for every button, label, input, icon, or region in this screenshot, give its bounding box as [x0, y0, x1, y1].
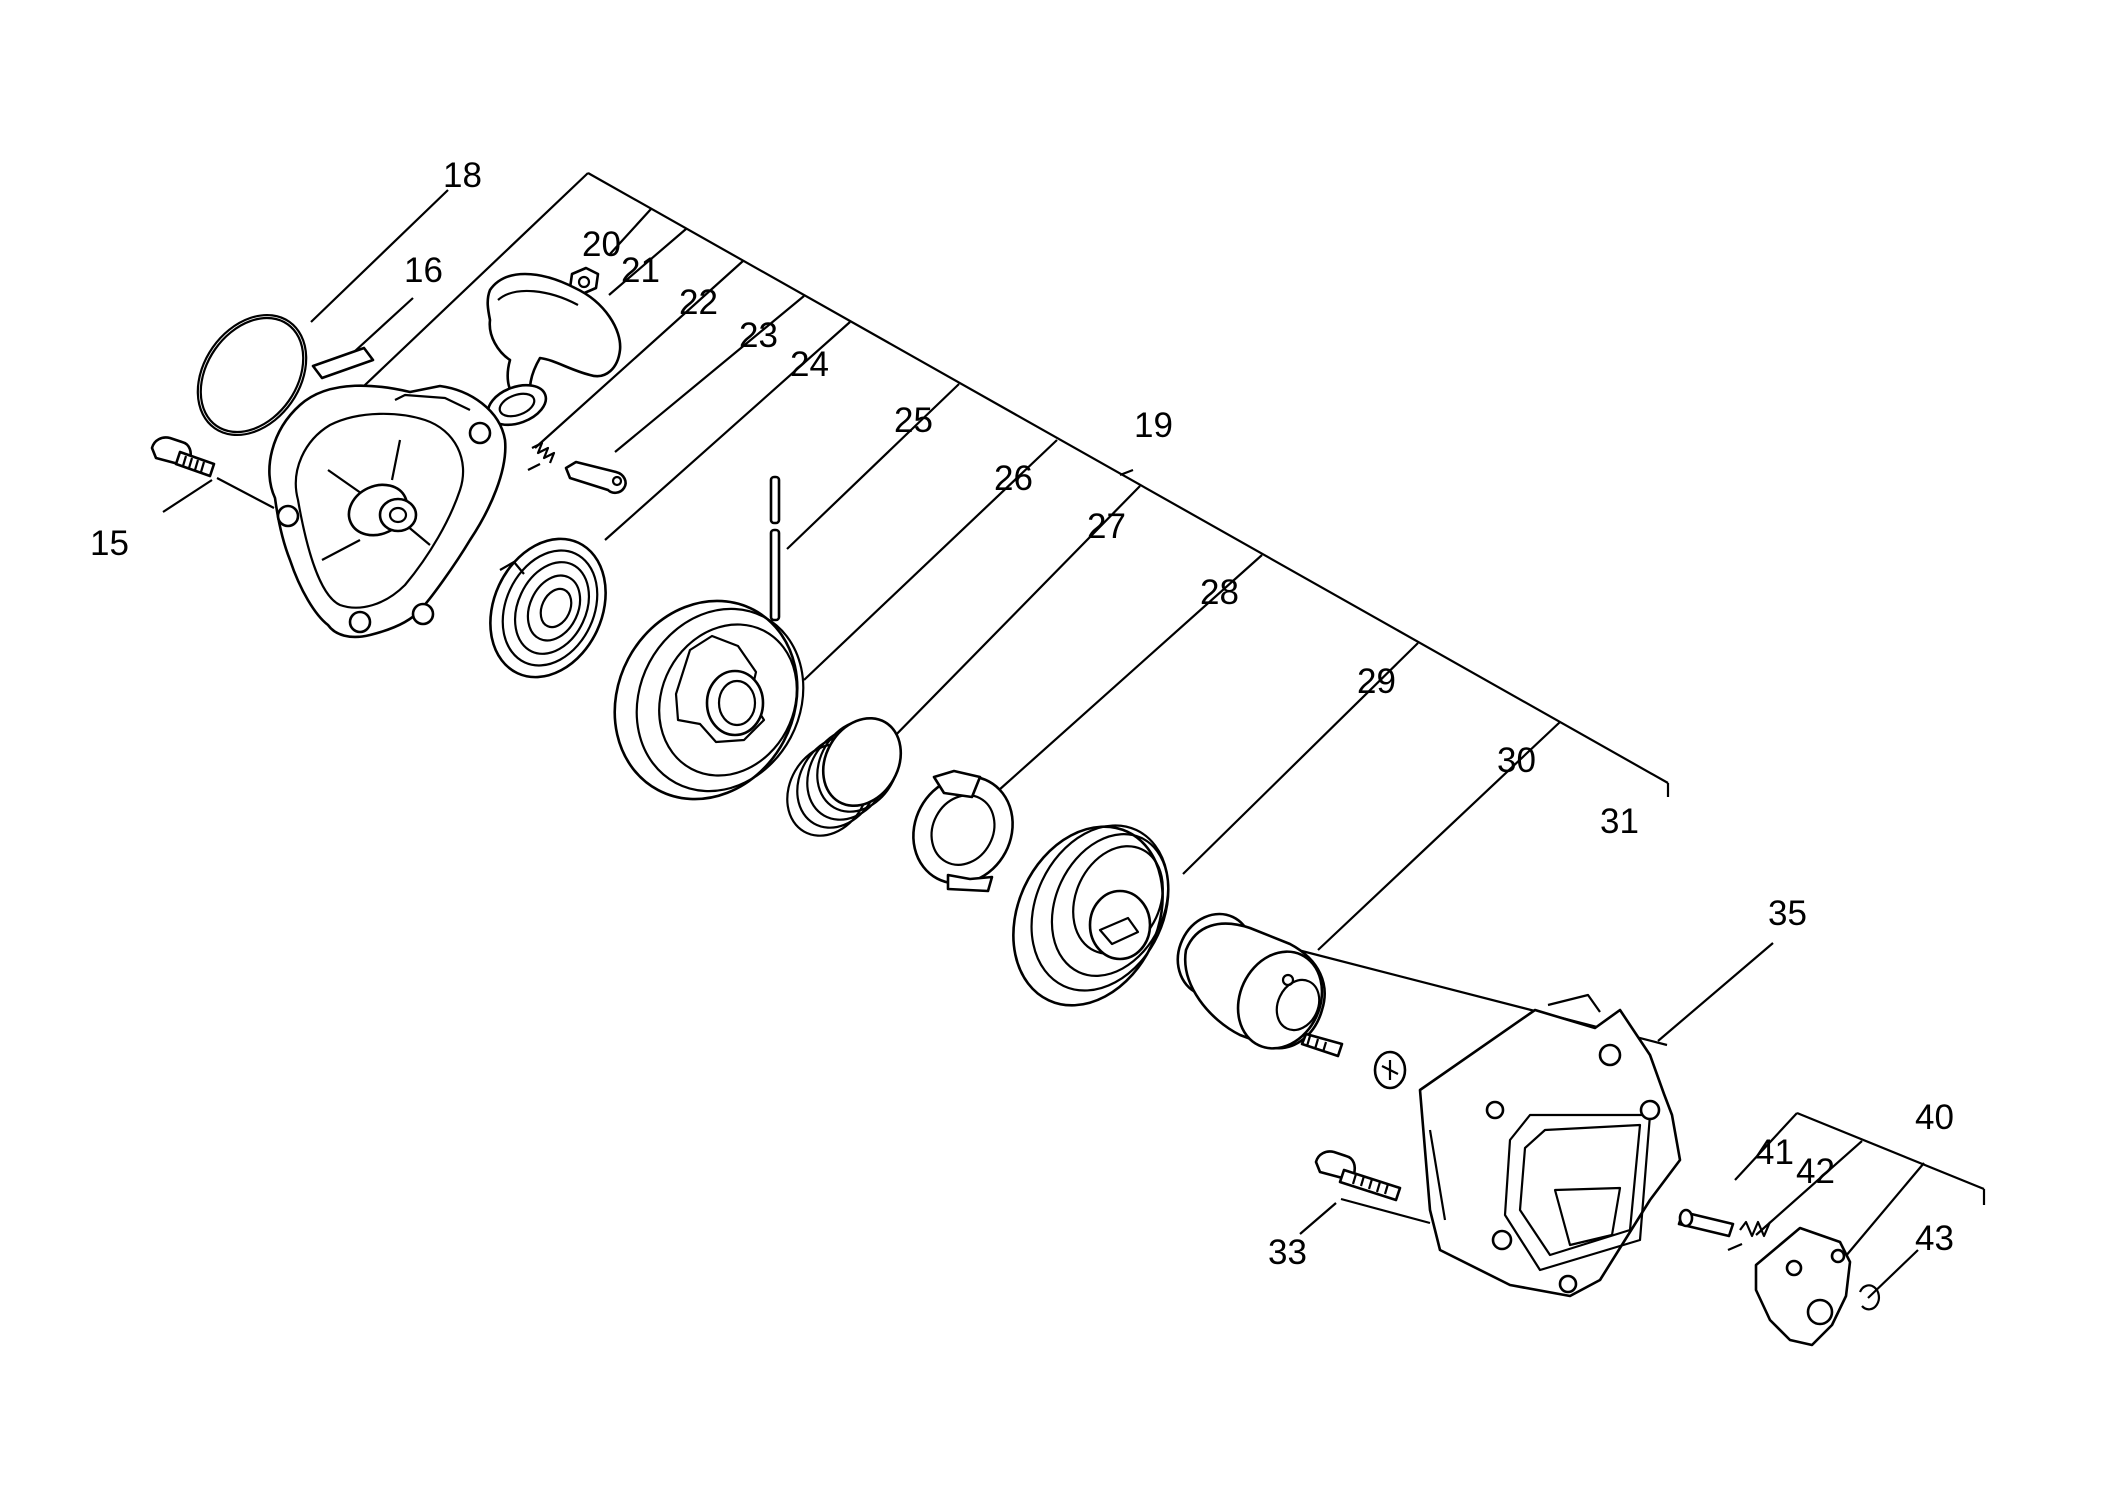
- part-16-label: [311, 346, 375, 380]
- label-30: 30: [1497, 741, 1536, 780]
- part-21-starter-handle: [486, 272, 622, 427]
- bracket-40: [1734, 1111, 1986, 1258]
- label-20: 20: [582, 225, 621, 264]
- label-24: 24: [790, 345, 829, 384]
- part-26-rope-pulley: [613, 599, 805, 801]
- part-labels: 18 16 20 21 22 23 24 25 19 26 27 28 29 3…: [90, 156, 1954, 1272]
- label-28: 28: [1200, 573, 1239, 612]
- label-23: 23: [739, 316, 778, 355]
- part-23-pawl: [564, 460, 627, 495]
- part-41-pin: [1677, 1208, 1735, 1238]
- label-22: 22: [679, 283, 718, 322]
- part-20-clip: [568, 266, 600, 296]
- part-30-coupling: [1176, 912, 1326, 1050]
- part-29-clutch-drum: [1012, 824, 1170, 1007]
- part-15-screw: [150, 436, 216, 478]
- bracket-19: [344, 172, 1670, 951]
- part-42-spring: [1727, 1220, 1772, 1252]
- label-27: 27: [1087, 507, 1126, 546]
- part-25-pin: [769, 475, 781, 622]
- part-27-spring: [786, 716, 903, 837]
- label-40: 40: [1915, 1098, 1954, 1137]
- label-18: 18: [443, 156, 482, 195]
- part-35-clutch-housing: [1418, 993, 1682, 1298]
- label-26: 26: [994, 459, 1033, 498]
- part-40-shoe: [1754, 1226, 1852, 1347]
- part-18-o-ring: [196, 313, 308, 437]
- part-28-ratchet: [912, 769, 1014, 893]
- label-25: 25: [894, 401, 933, 440]
- label-43: 43: [1915, 1219, 1954, 1258]
- label-29: 29: [1357, 662, 1396, 701]
- label-16: 16: [404, 251, 443, 290]
- part-33-screw: [1314, 1150, 1402, 1202]
- label-21: 21: [621, 251, 660, 290]
- part-recoil-housing: [268, 384, 507, 639]
- label-15: 15: [90, 524, 129, 563]
- part-22-spring: [527, 441, 556, 471]
- part-24-recoil-spring: [489, 537, 607, 679]
- part-31-screw: [1300, 1032, 1407, 1090]
- label-31: 31: [1600, 802, 1639, 841]
- label-41: 41: [1755, 1133, 1794, 1172]
- label-35: 35: [1768, 894, 1807, 933]
- part-43-e-clip: [1858, 1284, 1881, 1311]
- label-42: 42: [1796, 1152, 1835, 1191]
- label-33: 33: [1268, 1233, 1307, 1272]
- label-19: 19: [1134, 406, 1173, 445]
